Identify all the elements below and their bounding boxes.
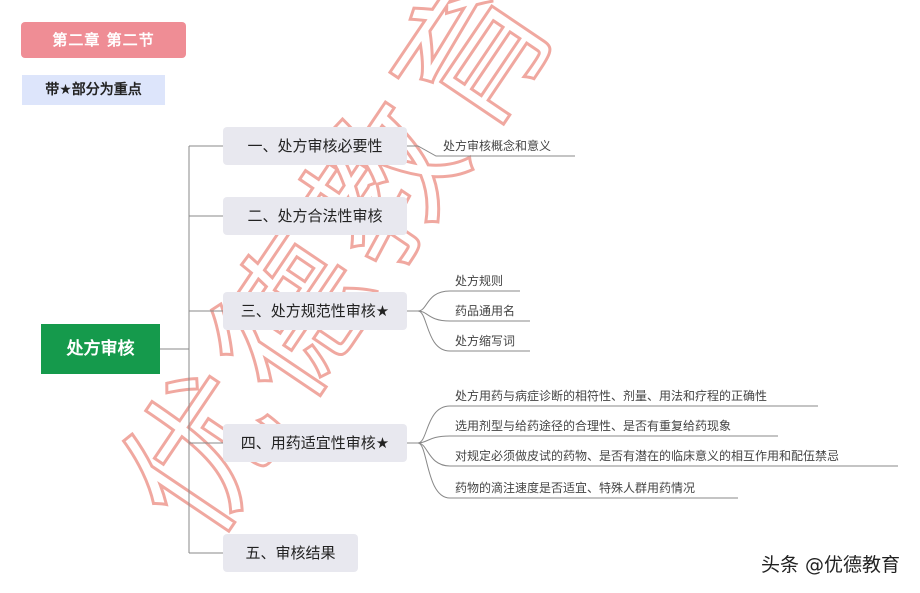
- branch-node-legality[interactable]: 二、处方合法性审核: [223, 197, 407, 235]
- leaf-node[interactable]: 选用剂型与给药途径的合理性、是否有重复给药现象: [455, 419, 732, 433]
- branch-node-result[interactable]: 五、审核结果: [223, 534, 358, 572]
- leaf-node[interactable]: 处方用药与病症诊断的相符性、剂量、用法和疗程的正确性: [455, 389, 768, 403]
- key-points-note: 带★部分为重点: [22, 75, 165, 105]
- chapter-badge: 第二章 第二节: [21, 22, 186, 58]
- leaf-node[interactable]: 对规定必须做皮试的药物、是否有潜在的临床意义的相互作用和配伍禁忌: [455, 449, 840, 463]
- branch-node-standardization[interactable]: 三、处方规范性审核★: [223, 292, 407, 330]
- root-node[interactable]: 处方审核: [41, 324, 160, 374]
- leaf-node[interactable]: 药物的滴注速度是否适宜、特殊人群用药情况: [455, 481, 696, 495]
- leaf-node[interactable]: 处方缩写词: [455, 334, 516, 348]
- brand-credit: 头条 @优德教育: [760, 554, 900, 576]
- leaf-node[interactable]: 处方规则: [455, 274, 504, 288]
- leaf-node[interactable]: 药品通用名: [455, 304, 516, 318]
- branch-node-necessity[interactable]: 一、处方审核必要性: [223, 127, 407, 165]
- branch-node-appropriateness[interactable]: 四、用药适宜性审核★: [223, 424, 407, 462]
- leaf-node[interactable]: 处方审核概念和意义: [443, 139, 552, 153]
